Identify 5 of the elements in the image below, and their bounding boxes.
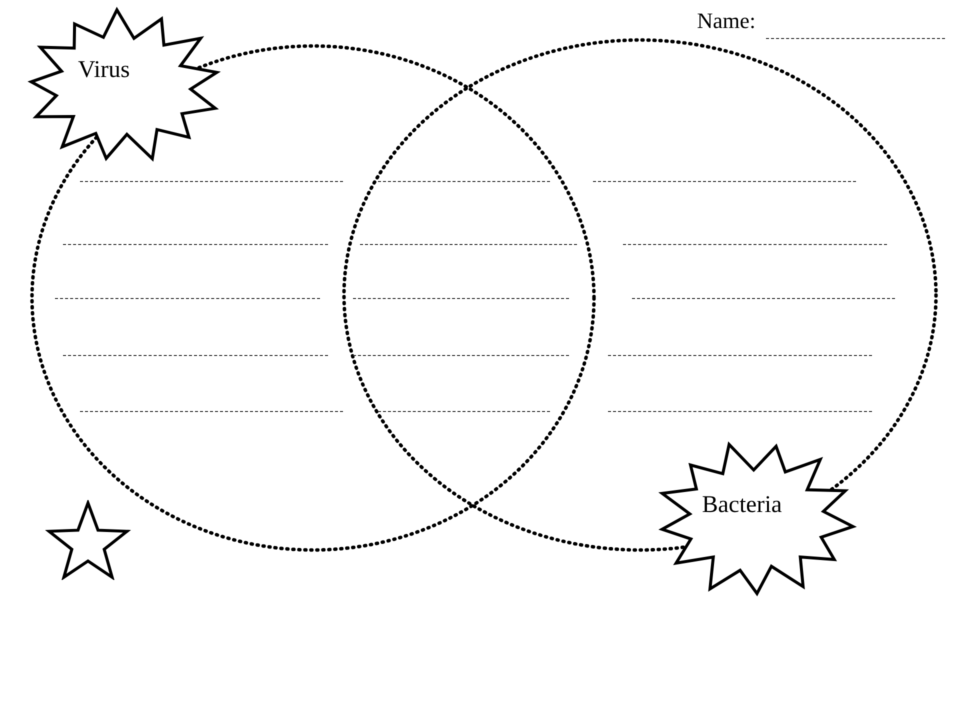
name-label: Name:	[697, 8, 756, 34]
burst-label: Virus	[78, 57, 130, 84]
venn-circle	[30, 44, 596, 552]
venn-circle	[342, 38, 938, 552]
burst-label: Bacteria	[702, 492, 782, 519]
